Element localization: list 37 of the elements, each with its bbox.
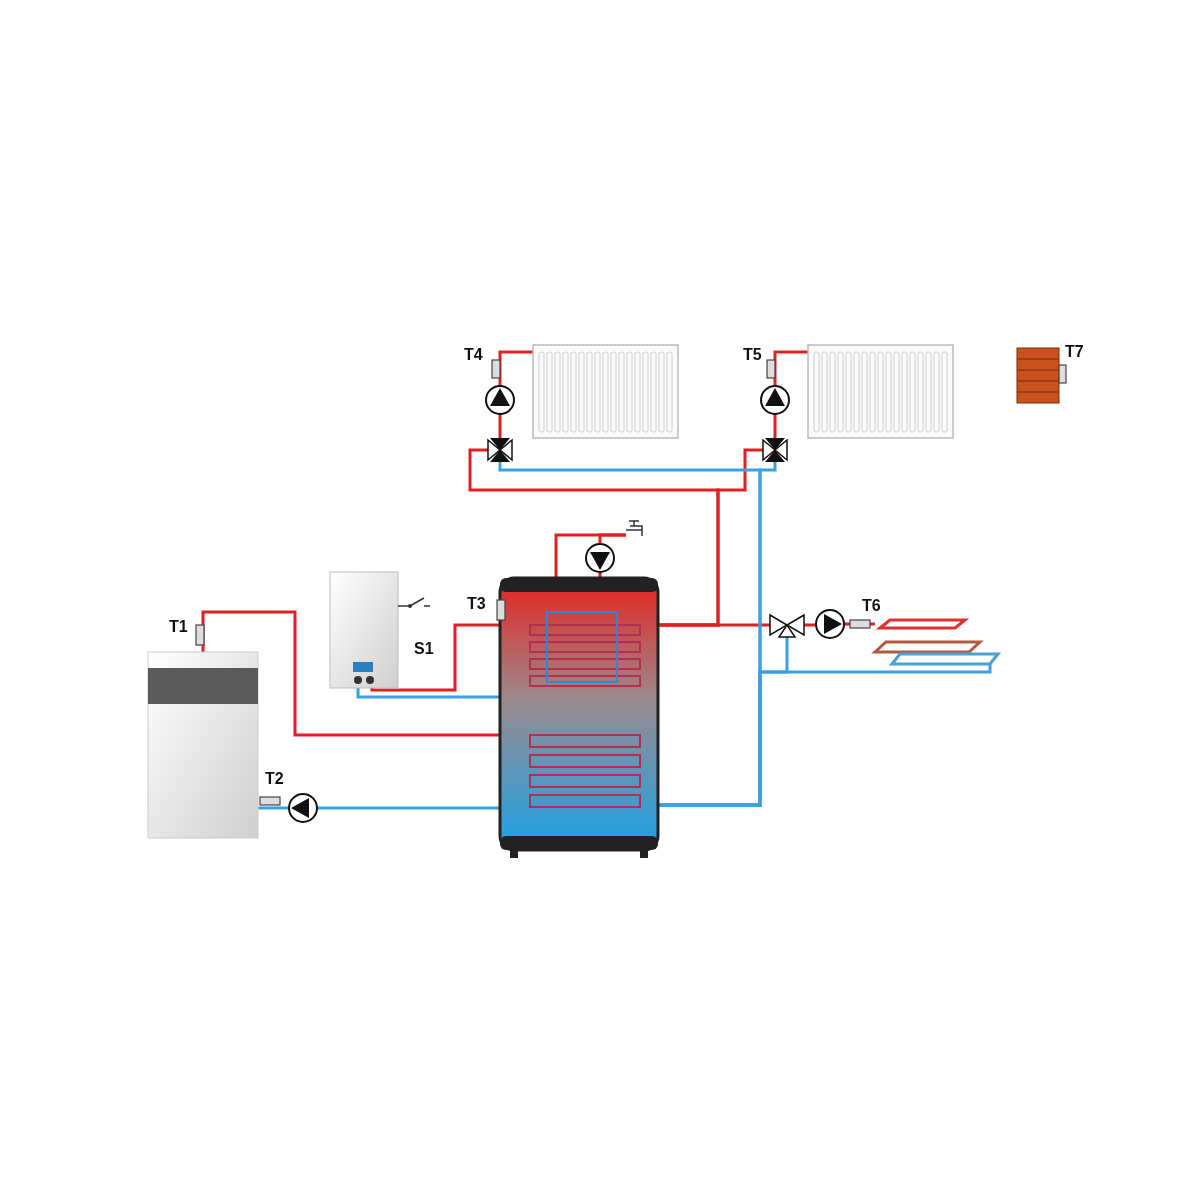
pump-icon — [288, 793, 318, 823]
sensor-label: T2 — [265, 770, 284, 788]
sensor-label: T1 — [169, 618, 188, 636]
pipe — [370, 623, 500, 692]
pipe — [201, 610, 500, 737]
wall-boiler-drawing — [329, 571, 399, 689]
pipe — [498, 350, 533, 386]
mixing-valve-icon — [487, 438, 513, 462]
radiator-drawing — [532, 344, 679, 439]
sensor-label: T7 — [1065, 343, 1084, 361]
boiler-drawing — [147, 651, 259, 839]
pipe — [773, 350, 808, 386]
floor-heating-loop-drawing — [871, 618, 1002, 666]
pump-icon — [760, 385, 790, 415]
pipe — [773, 414, 777, 438]
pipe — [658, 664, 992, 807]
sensor-label: T5 — [743, 346, 762, 364]
pump-icon — [485, 385, 515, 415]
mixing-valve-icon — [762, 438, 788, 462]
pipe — [317, 806, 500, 810]
pipe — [498, 414, 502, 438]
sensor-label: T3 — [467, 595, 486, 613]
radiator-drawing — [807, 344, 954, 439]
pipe — [598, 533, 626, 544]
pipe — [356, 688, 500, 699]
pump-icon — [815, 609, 845, 639]
sensor-label: T6 — [862, 597, 881, 615]
sensor-label: S1 — [414, 640, 434, 658]
pipe — [658, 623, 770, 627]
pump-icon — [585, 543, 615, 573]
pipe — [258, 806, 289, 810]
faucet-icon — [625, 520, 643, 537]
brick-wall-icon — [1016, 347, 1060, 404]
pipe — [844, 622, 875, 626]
storage-tank-drawing — [498, 576, 660, 858]
sensor-label: T4 — [464, 346, 483, 364]
three-way-valve-icon — [769, 613, 805, 638]
